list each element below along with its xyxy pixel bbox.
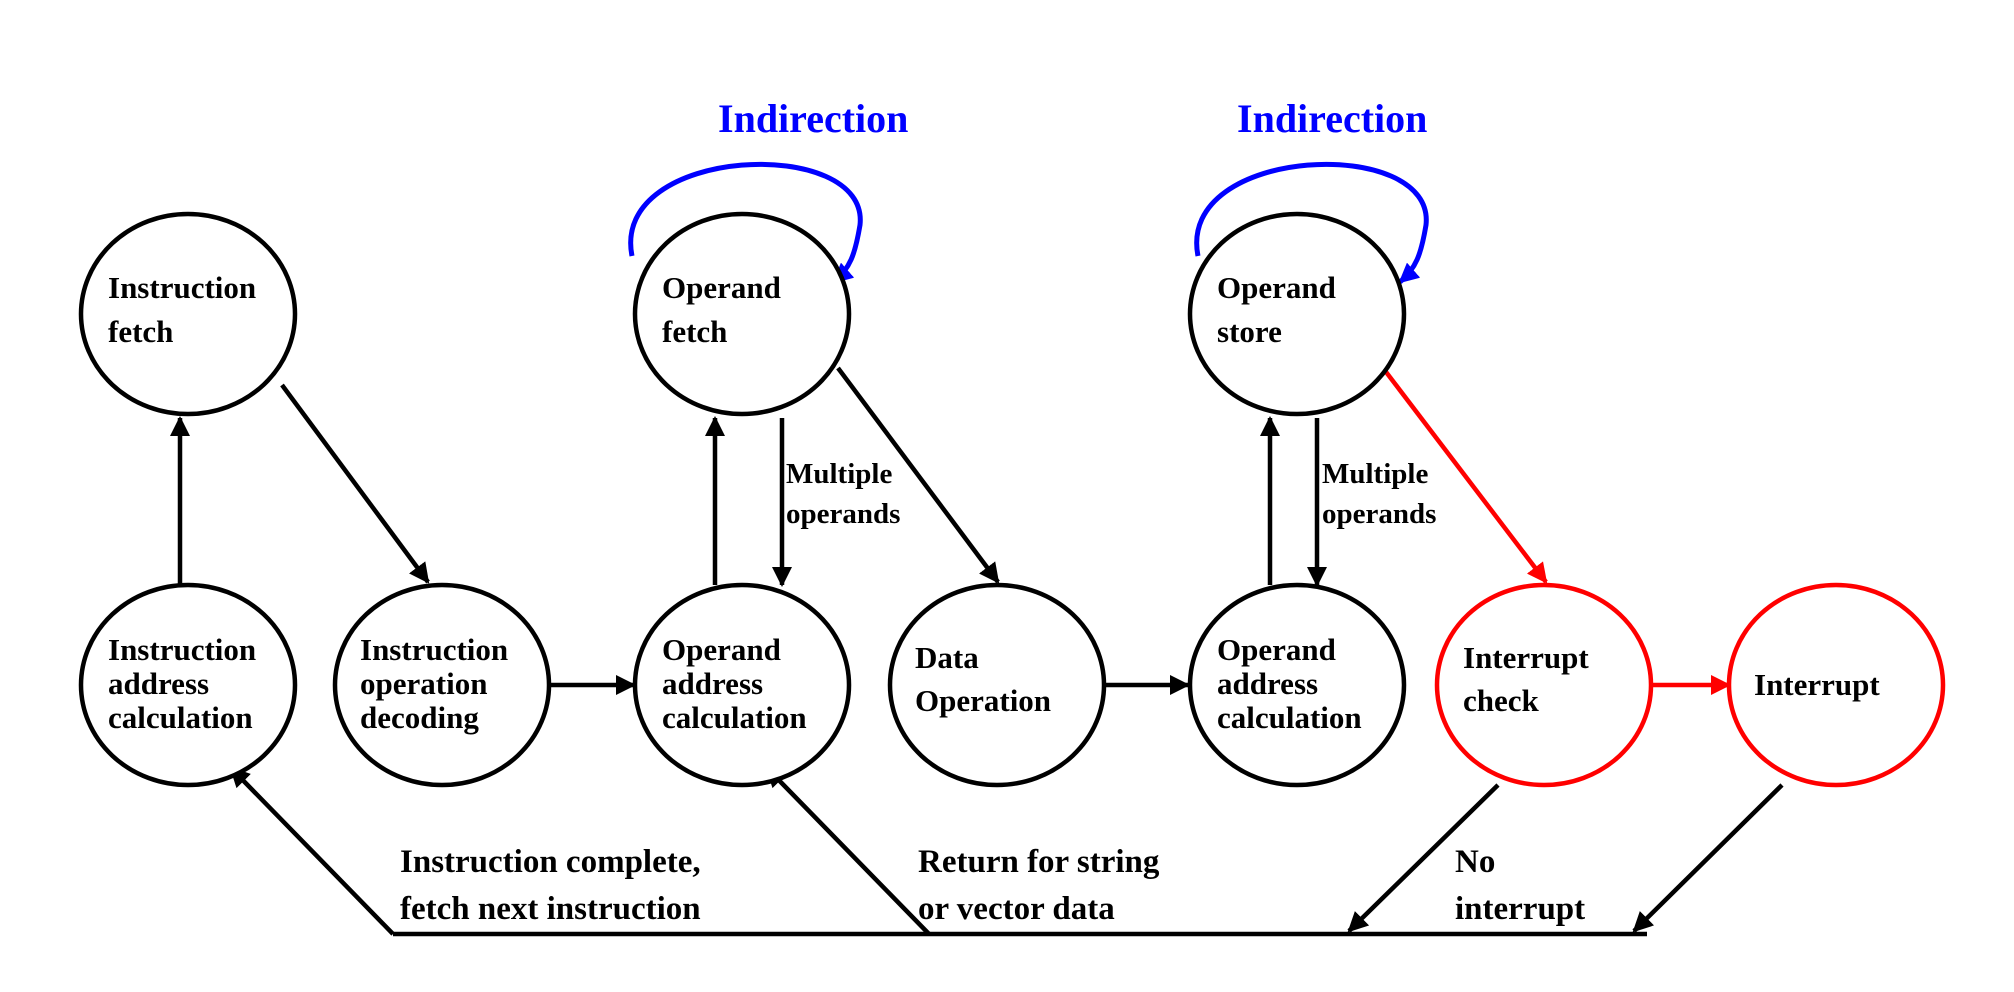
node-label-line: decoding — [360, 700, 479, 735]
node-instruction-operation-decoding: Instruction operation decoding — [332, 582, 552, 788]
node-label-line: Operand — [662, 270, 781, 305]
svg-text:operation: operation — [360, 666, 487, 701]
node-instruction-address-calculation: Instruction address calculation — [78, 582, 298, 788]
svg-text:fetch: fetch — [108, 314, 173, 349]
edge-ostore-to-intcheck — [1381, 366, 1548, 584]
node-label-line: address — [108, 666, 209, 701]
svg-text:or vector data: or vector data — [918, 891, 1115, 927]
indirection-loop-store — [1194, 161, 1429, 284]
edge-ofetch-to-dataop — [836, 366, 1000, 584]
no-interrupt-label: No interrupt — [1455, 844, 1585, 927]
svg-text:decoding: decoding — [360, 700, 479, 735]
label-line: operands — [786, 498, 900, 530]
node-instruction-fetch: Instruction fetch — [78, 211, 298, 417]
node-label-line: Operand — [1217, 632, 1336, 667]
multiple-operands-label-store: Multiple operands — [1322, 458, 1436, 530]
node-operand-address-calculation-store: Operand address calculation — [1187, 582, 1407, 788]
node-operand-address-calculation-fetch: Operand address calculation — [632, 582, 852, 788]
indirection-label-store: Indirection — [1237, 96, 1427, 141]
node-label-line: fetch — [108, 314, 173, 349]
node-label-line: Instruction — [108, 632, 256, 667]
node-label-line: Operand — [662, 632, 781, 667]
indirection-loop-fetch — [628, 161, 863, 284]
svg-text:fetch next instruction: fetch next instruction — [400, 891, 701, 927]
node-label-line: operation — [360, 666, 487, 701]
node-label-line: address — [662, 666, 763, 701]
svg-text:Multiple: Multiple — [1322, 458, 1428, 490]
svg-text:Operation: Operation — [915, 683, 1051, 718]
indirection-label-fetch: Indirection — [718, 96, 908, 141]
node-label-line: calculation — [108, 700, 253, 735]
svg-text:store: store — [1217, 314, 1282, 349]
svg-text:Instruction: Instruction — [108, 632, 256, 667]
label-line: Multiple — [1322, 458, 1428, 490]
svg-text:operands: operands — [786, 498, 900, 530]
return-string-vector-label: Return for string or vector data — [918, 844, 1160, 927]
edge-ifetch-to-iod — [280, 383, 430, 584]
instruction-complete-label: Instruction complete, fetch next instruc… — [400, 844, 701, 927]
node-label-line: Data — [915, 640, 979, 675]
label-line: operands — [1322, 498, 1436, 530]
svg-text:check: check — [1463, 683, 1540, 718]
svg-text:calculation: calculation — [1217, 700, 1362, 735]
svg-text:fetch: fetch — [662, 314, 727, 349]
node-data-operation: Data Operation — [887, 582, 1107, 788]
node-label-line: calculation — [1217, 700, 1362, 735]
node-label-line: Operation — [915, 683, 1051, 718]
node-interrupt-check: Interrupt check — [1434, 582, 1654, 788]
svg-text:Return for string: Return for string — [918, 844, 1160, 880]
svg-text:Operand: Operand — [662, 270, 781, 305]
svg-text:No: No — [1455, 844, 1495, 880]
svg-text:address: address — [1217, 666, 1318, 701]
svg-text:Data: Data — [915, 640, 979, 675]
svg-text:calculation: calculation — [662, 700, 807, 735]
node-label-line: calculation — [662, 700, 807, 735]
svg-text:calculation: calculation — [108, 700, 253, 735]
svg-text:Interrupt: Interrupt — [1463, 640, 1589, 675]
node-label-line: Operand — [1217, 270, 1336, 305]
node-label-line: Interrupt — [1754, 667, 1880, 702]
svg-text:interrupt: interrupt — [1455, 891, 1585, 927]
node-interrupt: Interrupt — [1726, 582, 1946, 788]
label-line: No — [1455, 844, 1495, 880]
svg-text:Operand: Operand — [662, 632, 781, 667]
svg-text:address: address — [662, 666, 763, 701]
node-label-line: Instruction — [360, 632, 508, 667]
svg-text:Instruction complete,: Instruction complete, — [400, 844, 701, 880]
multiple-operands-label-fetch: Multiple operands — [786, 458, 900, 530]
edge-intcheck-to-bus — [1347, 783, 1500, 933]
node-label-line: address — [1217, 666, 1318, 701]
label-line: fetch next instruction — [400, 891, 701, 927]
edge-interrupt-to-bus — [1632, 783, 1784, 933]
edge-bus-to-iac — [229, 766, 395, 936]
node-label-line: Interrupt — [1463, 640, 1589, 675]
svg-text:Interrupt: Interrupt — [1754, 667, 1880, 702]
edge-bus-to-oac1 — [765, 766, 931, 936]
label-line: Instruction complete, — [400, 844, 701, 880]
svg-text:Operand: Operand — [1217, 270, 1336, 305]
svg-text:Instruction: Instruction — [108, 270, 256, 305]
label-line: Return for string — [918, 844, 1160, 880]
node-label-line: check — [1463, 683, 1540, 718]
node-operand-store: Operand store — [1187, 211, 1407, 417]
svg-text:address: address — [108, 666, 209, 701]
svg-text:Operand: Operand — [1217, 632, 1336, 667]
node-label-line: fetch — [662, 314, 727, 349]
node-label-line: store — [1217, 314, 1282, 349]
svg-text:Instruction: Instruction — [360, 632, 508, 667]
node-label-line: Instruction — [108, 270, 256, 305]
svg-text:operands: operands — [1322, 498, 1436, 530]
label-line: or vector data — [918, 891, 1115, 927]
node-operand-fetch: Operand fetch — [632, 211, 852, 417]
label-line: Multiple — [786, 458, 892, 490]
label-line: interrupt — [1455, 891, 1585, 927]
svg-text:Multiple: Multiple — [786, 458, 892, 490]
